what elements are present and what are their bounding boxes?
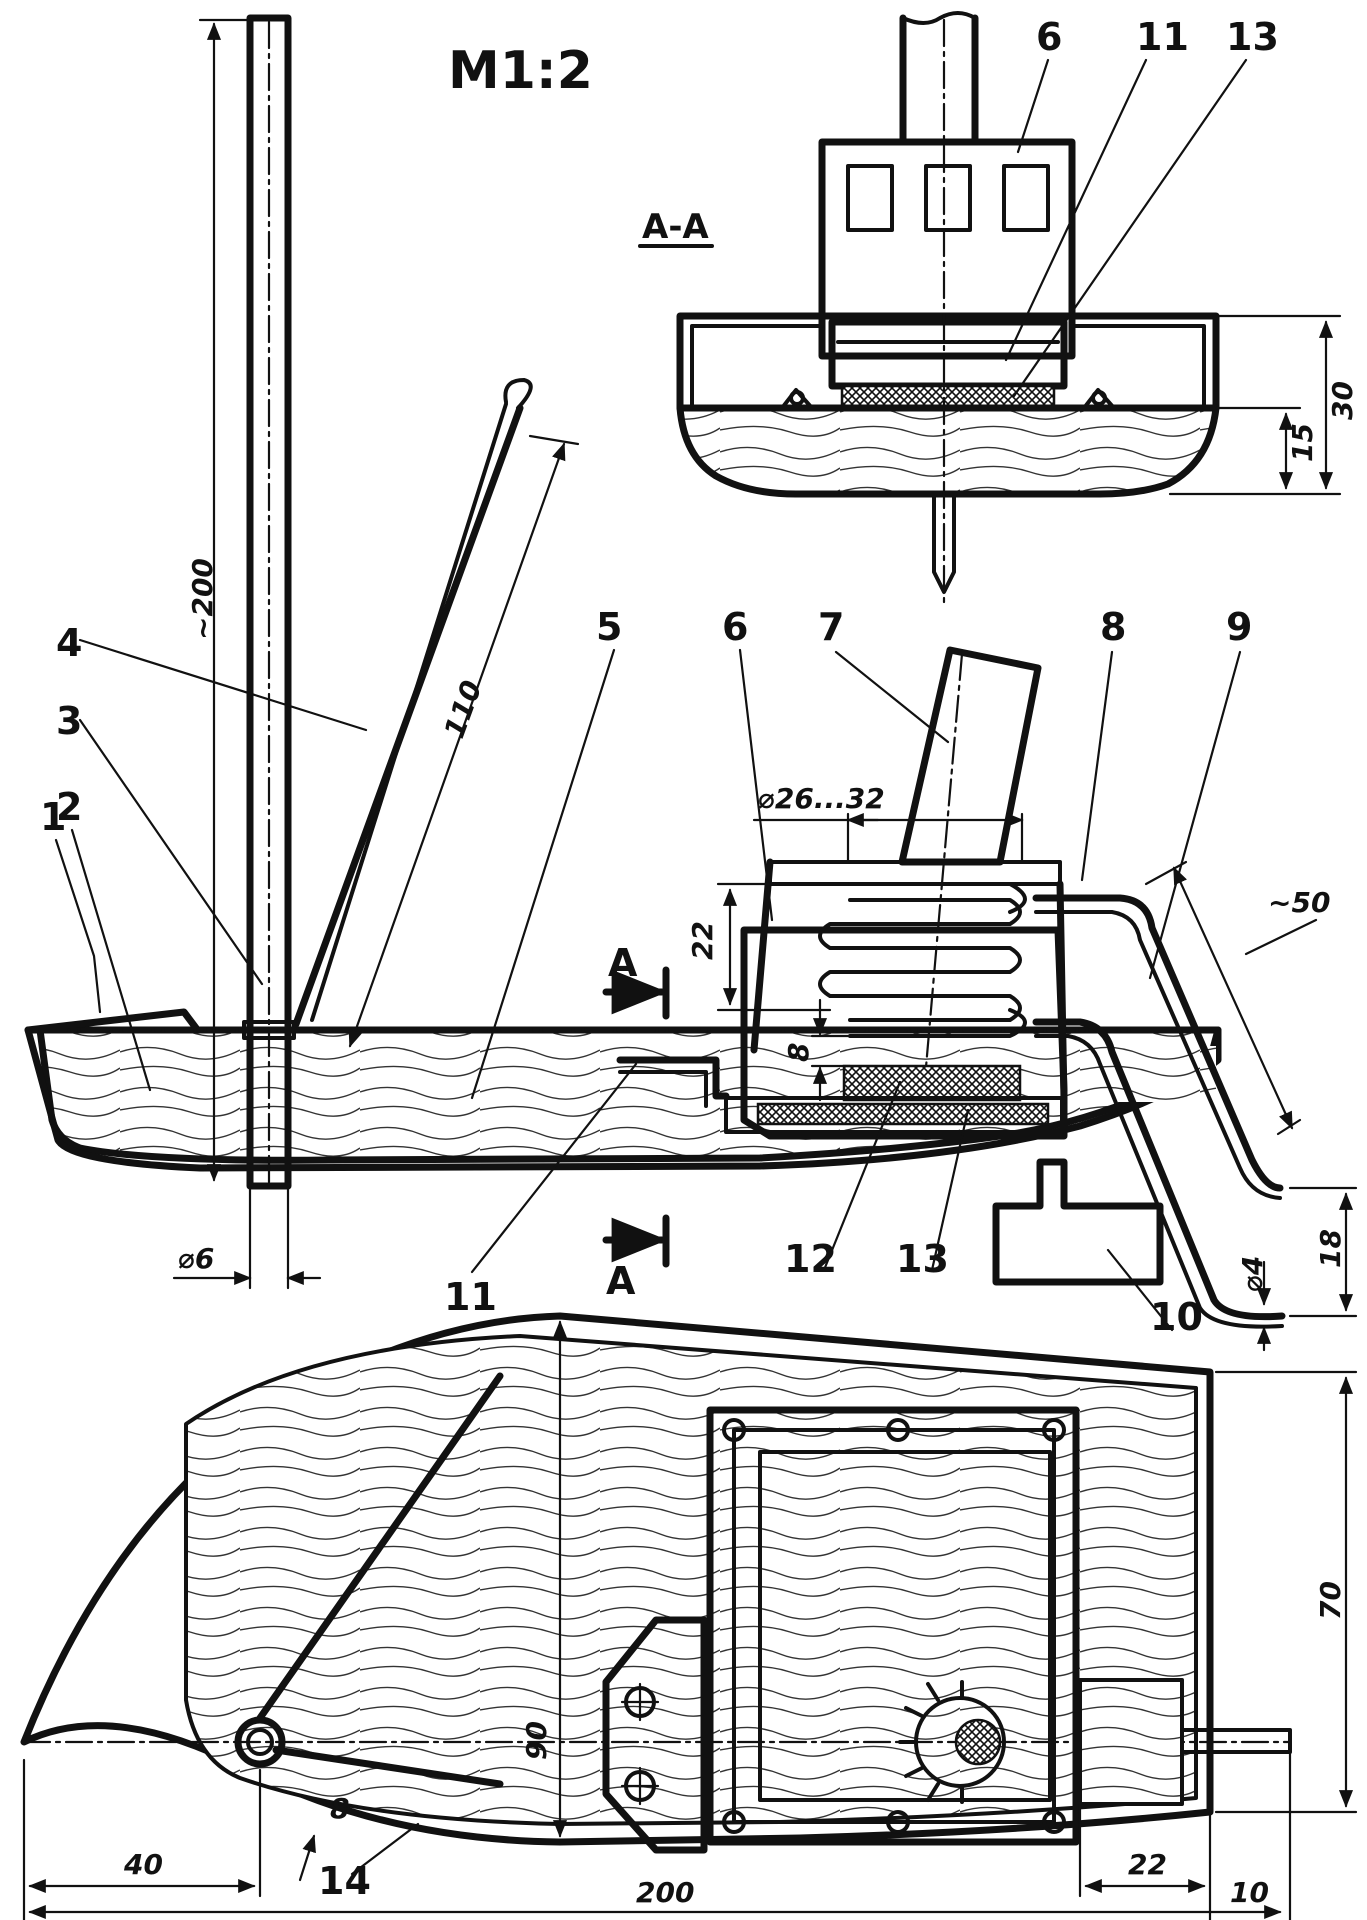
section-part-13: 13 [1226, 15, 1279, 59]
leader-10 [1106, 1248, 1174, 1332]
part-10: 10 [1150, 1295, 1203, 1339]
dim-stern-block: 22 [1128, 1848, 1167, 1881]
leader-1 [54, 838, 102, 1014]
stay-hook [503, 378, 533, 410]
part-7: 7 [818, 605, 844, 649]
hull-bow-top [24, 1008, 200, 1034]
section-cabin [818, 138, 1076, 360]
dim-stern-width: 70 [1314, 1581, 1347, 1620]
dim-rib-offset: 8 [330, 1792, 349, 1825]
lamp-handle [616, 1056, 730, 1100]
leader-8 [1080, 650, 1114, 882]
part-11: 11 [444, 1275, 497, 1319]
dim-hull-length: 200 [636, 1876, 694, 1909]
mast [246, 14, 292, 1190]
leader-2 [70, 828, 152, 1092]
part-6: 6 [722, 605, 748, 649]
burner-mesh [842, 1064, 1022, 1102]
dim-pipe-length: ~50 [1268, 886, 1330, 919]
section-window-3 [1002, 164, 1050, 232]
dim-pipe-overhang: 10 [1230, 1876, 1269, 1909]
section-marker-bottom-label: A [606, 1259, 636, 1303]
section-hull-walls [676, 312, 1220, 412]
leader-4 [78, 638, 368, 732]
dim-boiler-diameter: ⌀26...32 [758, 782, 885, 815]
leader-14 [350, 1822, 420, 1876]
dim-bow-to-mast: 40 [123, 1848, 163, 1881]
pipe-top [1180, 1728, 1292, 1754]
leader-12 [822, 1080, 902, 1272]
dim-section-total: 30 [1326, 381, 1359, 420]
part-2: 2 [56, 785, 82, 829]
chimney [898, 646, 1042, 866]
section-chimney-break [901, 11, 977, 25]
part-4: 4 [56, 621, 82, 665]
part-3: 3 [56, 699, 82, 743]
pipe-upper [1032, 894, 1284, 1192]
part-12: 12 [784, 1237, 837, 1281]
section-hull-wood [676, 404, 1220, 498]
part-14: 14 [318, 1859, 371, 1903]
dim-hull-width: 90 [520, 1721, 553, 1760]
leader-7 [834, 650, 950, 744]
scale-title: M1:2 [448, 41, 593, 101]
section-leader-11 [1004, 58, 1148, 362]
rudder [992, 1158, 1164, 1286]
leader-9 [1148, 650, 1242, 980]
mast-collar [242, 1020, 296, 1040]
part-5: 5 [596, 605, 622, 649]
section-chimney [899, 14, 979, 144]
stern-block-top [1078, 1678, 1184, 1806]
leader-11 [470, 1062, 638, 1274]
section-window-1 [846, 164, 894, 232]
part-1: 1 [40, 795, 66, 839]
stay-top-1 [256, 1372, 504, 1722]
dim-section-hull: 15 [1286, 423, 1319, 462]
mast-base [234, 1716, 286, 1768]
section-label: A-A [642, 207, 709, 247]
part-13: 13 [896, 1237, 949, 1281]
section-part-11: 11 [1136, 15, 1189, 59]
dim-mast-height: ~200 [186, 558, 219, 640]
stay-top-2 [272, 1746, 504, 1788]
dim-pipe-diameter: ⌀4 [1236, 1256, 1269, 1292]
bracket-plate [602, 1616, 708, 1854]
boiler-housing-top [706, 1406, 1080, 1846]
section-part-6: 6 [1036, 15, 1062, 59]
dim-stay-length: 110 [438, 676, 489, 742]
leader-3 [78, 718, 264, 986]
section-view: A-A 6 11 13 [638, 11, 1359, 606]
part-9: 9 [1226, 605, 1252, 649]
leader-6 [738, 648, 774, 922]
dim-mast-diameter: ⌀6 [178, 1242, 214, 1275]
section-marker-top-label: A [608, 941, 638, 985]
dim-pipe-drop: 18 [1314, 1229, 1347, 1268]
chimney-mesh [954, 1718, 1002, 1766]
side-view: A A 1 2 3 4 5 6 7 8 9 10 11 12 13 ~200 [24, 14, 1358, 1352]
top-view: 14 90 70 8 40 200 22 10 [20, 1312, 1358, 1920]
pipe-lower [1032, 1018, 1286, 1321]
hull-bottom-wood [36, 1026, 1222, 1164]
boiler-coil [818, 898, 1022, 1022]
leader-13 [930, 1108, 970, 1272]
section-window-2 [924, 164, 972, 232]
part-8: 8 [1100, 605, 1126, 649]
dim-boiler-height: 22 [686, 921, 719, 960]
section-leader-13 [1012, 58, 1248, 398]
section-leader-6 [1016, 58, 1050, 154]
dim-boiler-gap: 8 [782, 1043, 815, 1062]
